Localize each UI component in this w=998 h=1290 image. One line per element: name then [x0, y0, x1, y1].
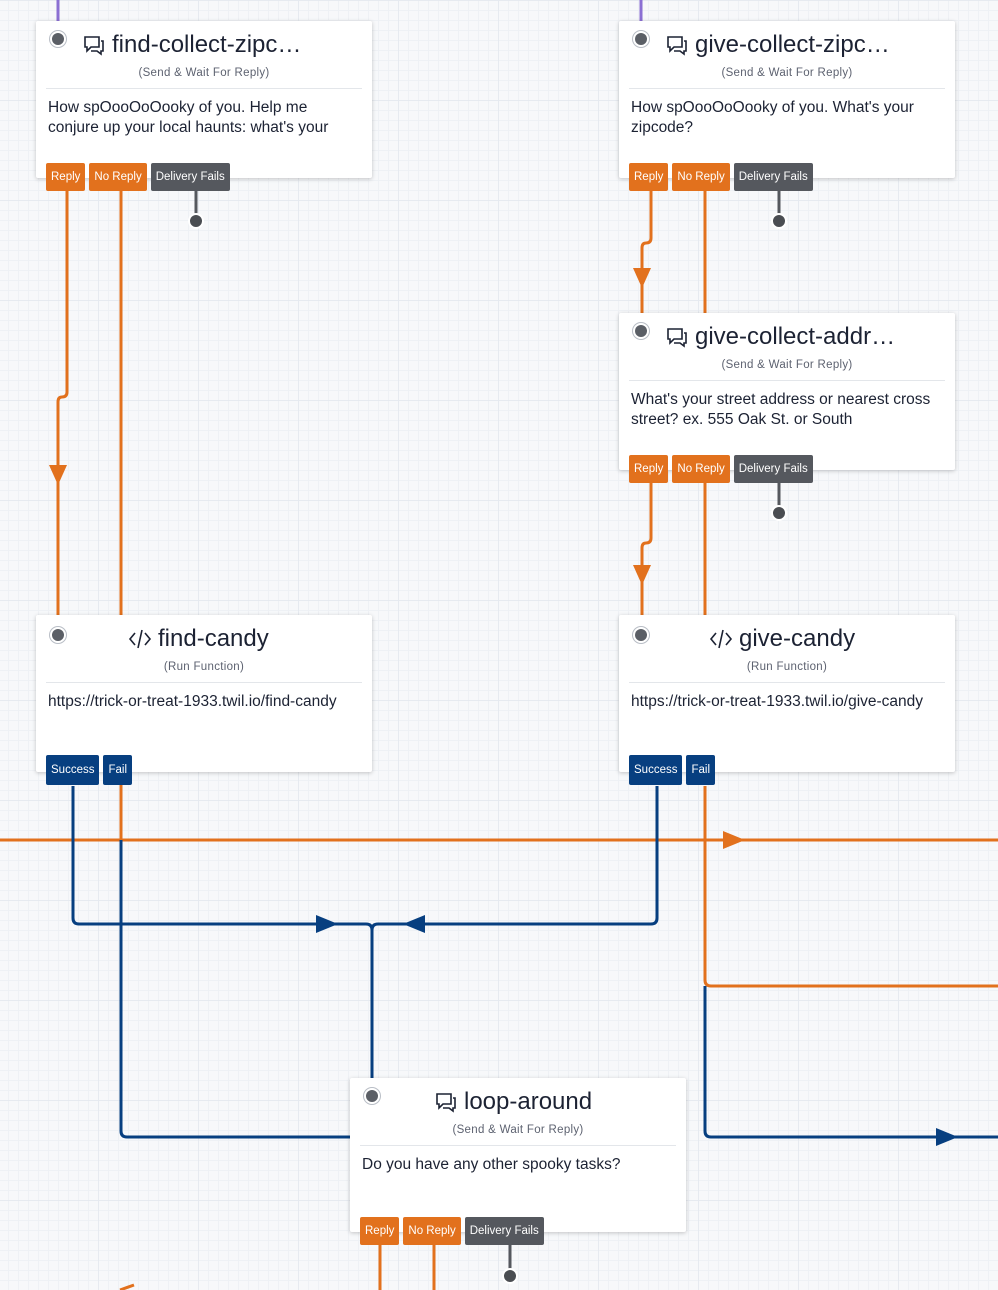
widget-body: https://trick-or-treat-1933.twil.io/give…: [631, 693, 924, 710]
widget-title: give-collect-addr…: [695, 323, 896, 350]
wire-give-candy-fail: [703, 786, 998, 988]
chat-bubble-icon: [665, 326, 689, 348]
wire-partial-bottom: [119, 1283, 135, 1290]
delivery-fails-tab[interactable]: Delivery Fails: [150, 163, 230, 191]
input-port[interactable]: [366, 1090, 378, 1102]
arrow-down: [49, 465, 67, 485]
widget-find-candy[interactable]: find-candy (Run Function) https://trick-…: [36, 615, 372, 785]
reply-tab[interactable]: Reply: [629, 163, 669, 191]
no-reply-tab[interactable]: No Reply: [672, 455, 730, 483]
arrow-down: [633, 268, 651, 288]
delivery-fails-tab[interactable]: Delivery Fails: [733, 455, 813, 483]
no-reply-tab[interactable]: No Reply: [672, 163, 730, 191]
wire-give-candy-fail-blue: [703, 986, 998, 1139]
divider: [360, 1145, 676, 1146]
wire-give-addr-reply: [640, 482, 653, 615]
widget-body: https://trick-or-treat-1933.twil.io/find…: [48, 693, 337, 710]
wire-give-candy-success: [370, 786, 659, 931]
code-icon: [128, 628, 152, 650]
widget-subtitle: (Run Function): [746, 661, 828, 673]
arrow-right: [316, 915, 338, 933]
wire-find-candy-fail: [119, 840, 350, 1139]
no-reply-tab[interactable]: No Reply: [89, 163, 147, 191]
arrow-right: [723, 831, 745, 849]
widget-give-collect-address[interactable]: give-collect-addr… (Send & Wait For Repl…: [619, 313, 955, 483]
wire-give-zip-reply: [640, 190, 653, 313]
divider: [46, 682, 362, 683]
arrow-down: [633, 565, 651, 585]
widget-find-collect-zipcode[interactable]: find-collect-zipc… (Send & Wait For Repl…: [36, 21, 372, 191]
widget-title: give-candy: [739, 625, 856, 652]
arrow-right: [936, 1128, 958, 1146]
reply-tab[interactable]: Reply: [46, 163, 86, 191]
widget-title: loop-around: [464, 1088, 593, 1115]
divider: [629, 682, 945, 683]
input-port[interactable]: [635, 325, 647, 337]
wire-find-zip-reply: [56, 190, 69, 615]
input-port[interactable]: [52, 629, 64, 641]
widget-title: find-collect-zipc…: [112, 31, 302, 58]
widget-give-collect-zipcode[interactable]: give-collect-zipc… (Send & Wait For Repl…: [619, 21, 955, 191]
divider: [629, 380, 945, 381]
widget-subtitle: (Send & Wait For Reply): [721, 359, 853, 371]
widget-loop-around[interactable]: loop-around (Send & Wait For Reply) Do y…: [350, 1078, 686, 1245]
delivery-fails-tab[interactable]: Delivery Fails: [733, 163, 813, 191]
chat-bubble-icon: [82, 34, 106, 56]
widget-subtitle: (Run Function): [163, 661, 245, 673]
widget-give-candy[interactable]: give-candy (Run Function) https://trick-…: [619, 615, 955, 785]
widget-body: How spOooOoOooky of you. What's your zip…: [631, 99, 914, 136]
widget-subtitle: (Send & Wait For Reply): [721, 67, 853, 79]
widget-body: How spOooOoOooky of you. Help me conjure…: [48, 99, 329, 136]
reply-tab[interactable]: Reply: [629, 455, 669, 483]
wire-find-candy-success: [71, 786, 374, 1078]
widget-body: Do you have any other spooky tasks?: [362, 1156, 621, 1173]
chat-bubble-icon: [665, 34, 689, 56]
output-port: [771, 213, 787, 229]
widget-subtitle: (Send & Wait For Reply): [138, 67, 270, 79]
reply-tab[interactable]: Reply: [360, 1217, 400, 1245]
input-port[interactable]: [635, 629, 647, 641]
divider: [46, 88, 362, 89]
delivery-fails-tab[interactable]: Delivery Fails: [464, 1217, 544, 1245]
success-tab[interactable]: Success: [46, 755, 100, 785]
output-port: [188, 213, 204, 229]
widget-title: give-collect-zipc…: [695, 31, 890, 58]
widget-title: find-candy: [158, 625, 269, 652]
code-icon: [709, 628, 733, 650]
widget-subtitle: (Send & Wait For Reply): [452, 1124, 584, 1136]
input-port[interactable]: [635, 33, 647, 45]
output-port: [771, 505, 787, 521]
chat-bubble-icon: [434, 1091, 458, 1113]
output-port: [502, 1268, 518, 1284]
divider: [629, 88, 945, 89]
fail-tab[interactable]: Fail: [103, 755, 132, 785]
widget-body: What's your street address or nearest cr…: [631, 391, 931, 428]
input-port[interactable]: [52, 33, 64, 45]
no-reply-tab[interactable]: No Reply: [403, 1217, 461, 1245]
fail-tab[interactable]: Fail: [686, 755, 715, 785]
success-tab[interactable]: Success: [629, 755, 683, 785]
arrow-left: [403, 915, 425, 933]
